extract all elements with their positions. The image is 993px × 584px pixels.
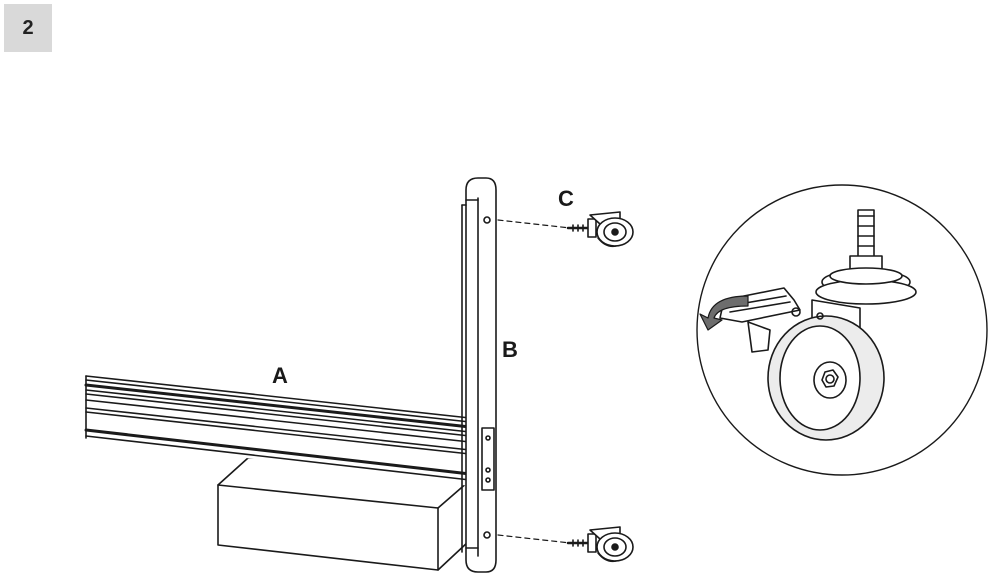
label-caster: C xyxy=(558,186,574,211)
caster-zoom-detail xyxy=(696,184,988,476)
top-guide-line xyxy=(497,219,571,229)
bottom-screw-hole xyxy=(483,531,491,539)
label-rail: A xyxy=(272,363,288,388)
leg-b xyxy=(461,177,497,573)
rotate-arrow-icon xyxy=(699,295,749,331)
step-number-badge: 2 xyxy=(4,4,52,52)
label-leg: B xyxy=(502,337,518,362)
caster-bottom xyxy=(566,526,634,563)
leg-bracket xyxy=(481,427,495,491)
rail-a xyxy=(84,375,472,486)
caster-top xyxy=(566,211,634,248)
top-screw-hole xyxy=(483,216,491,224)
bottom-guide-line xyxy=(497,534,571,544)
step-number: 2 xyxy=(22,16,34,39)
